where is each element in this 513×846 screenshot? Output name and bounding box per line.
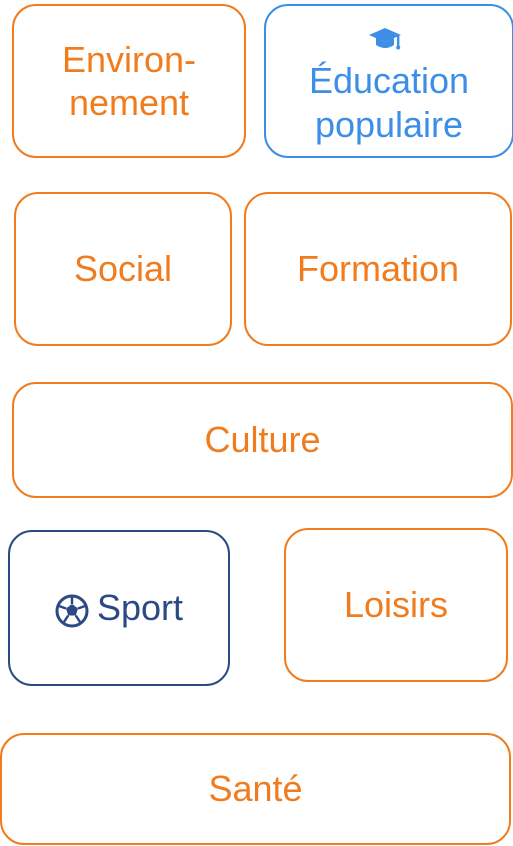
soccer-ball-icon (55, 594, 89, 628)
tile-education-label-line2: populaire (314, 103, 464, 145)
tile-education-first-line: Éducation (309, 16, 469, 102)
tile-sport[interactable]: Sport (8, 530, 230, 686)
tile-environnement[interactable]: Environ- nement (12, 4, 246, 158)
tile-culture[interactable]: Culture (12, 382, 513, 498)
tile-social-label: Social (73, 248, 173, 290)
tile-education-populaire[interactable]: Éducation populaire (264, 4, 513, 158)
graduation-cap-icon (369, 27, 401, 50)
tile-culture-label: Culture (204, 419, 321, 461)
tile-loisirs[interactable]: Loisirs (284, 528, 508, 682)
tile-formation[interactable]: Formation (244, 192, 512, 346)
tile-sport-content: Sport (55, 586, 183, 629)
tile-sante[interactable]: Santé (0, 733, 511, 845)
tile-loisirs-label: Loisirs (343, 584, 449, 626)
tile-social[interactable]: Social (14, 192, 232, 346)
tile-environnement-label-line2: nement (68, 82, 190, 123)
tile-environnement-label-line1: Environ- (61, 38, 197, 80)
tile-formation-label: Formation (296, 248, 460, 290)
tile-education-label-line1: Éducation (308, 60, 470, 102)
tile-sante-label: Santé (208, 768, 303, 810)
tile-sport-label: Sport (96, 587, 184, 629)
